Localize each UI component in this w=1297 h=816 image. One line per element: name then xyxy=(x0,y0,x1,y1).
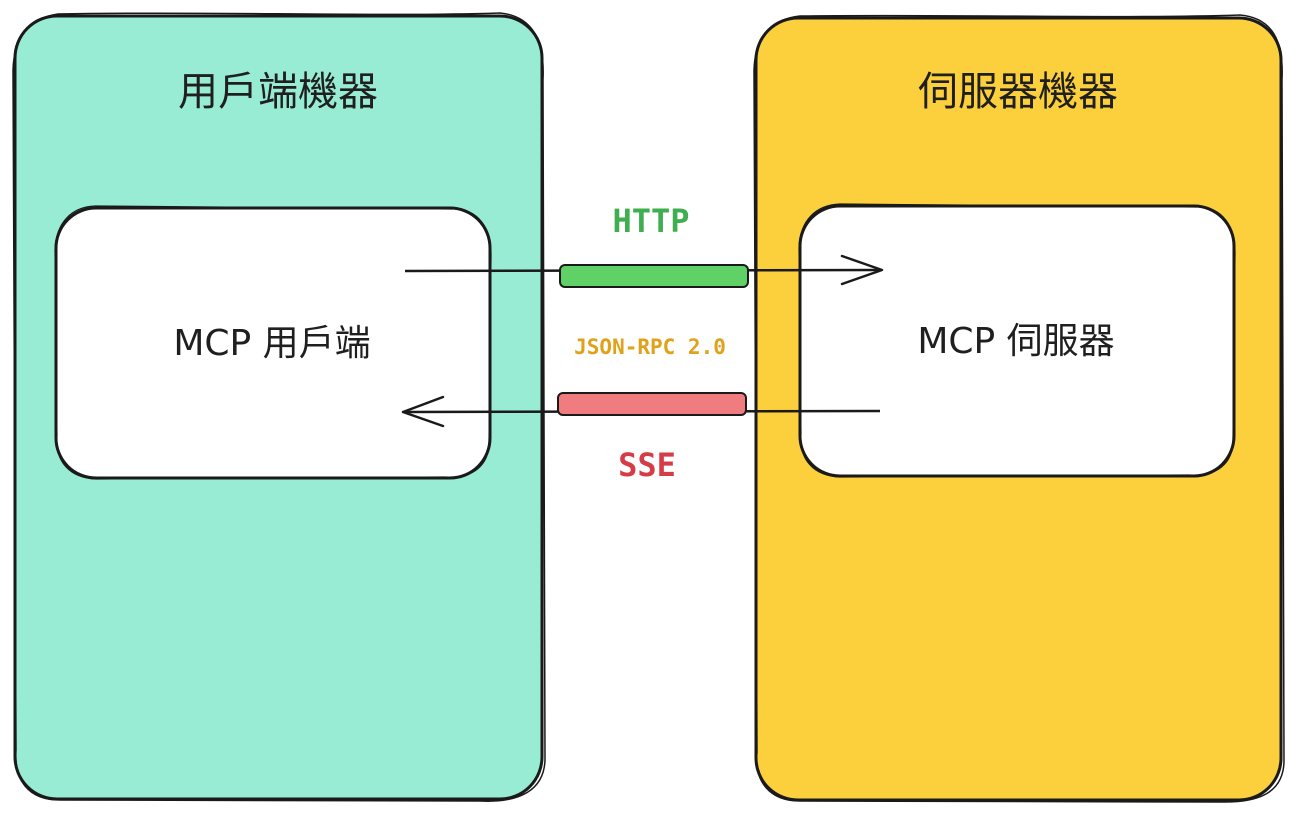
response-arrowhead-icon xyxy=(401,395,445,428)
request-arrowhead-icon xyxy=(840,254,884,286)
mcp-server-sketch-stroke xyxy=(798,203,1236,478)
mcp-client: MCP 用戶端 xyxy=(54,205,492,480)
mcp-client-label: MCP 用戶端 xyxy=(173,323,370,364)
sse-label: SSE xyxy=(618,446,676,484)
client-machine: 用戶端機器 MCP 用戶端 xyxy=(12,12,546,802)
mcp-server-label: MCP 伺服器 xyxy=(917,321,1114,362)
client-machine-title: 用戶端機器 xyxy=(178,69,378,115)
server-machine-title: 伺服器機器 xyxy=(918,69,1118,115)
mcp-server: MCP 伺服器 xyxy=(798,203,1236,478)
request-channel-bar xyxy=(559,264,749,288)
server-machine: 伺服器機器 MCP 伺服器 xyxy=(753,14,1285,803)
http-label: HTTP xyxy=(612,202,689,240)
json-rpc-label: JSON-RPC 2.0 xyxy=(574,335,726,359)
client-machine-sketch-stroke xyxy=(12,12,546,802)
mcp-client-sketch-stroke xyxy=(54,205,492,480)
response-connection: SSE xyxy=(401,392,881,484)
request-connection: HTTP xyxy=(404,202,884,288)
server-machine-sketch-stroke xyxy=(753,14,1285,803)
response-channel-bar xyxy=(557,392,747,416)
